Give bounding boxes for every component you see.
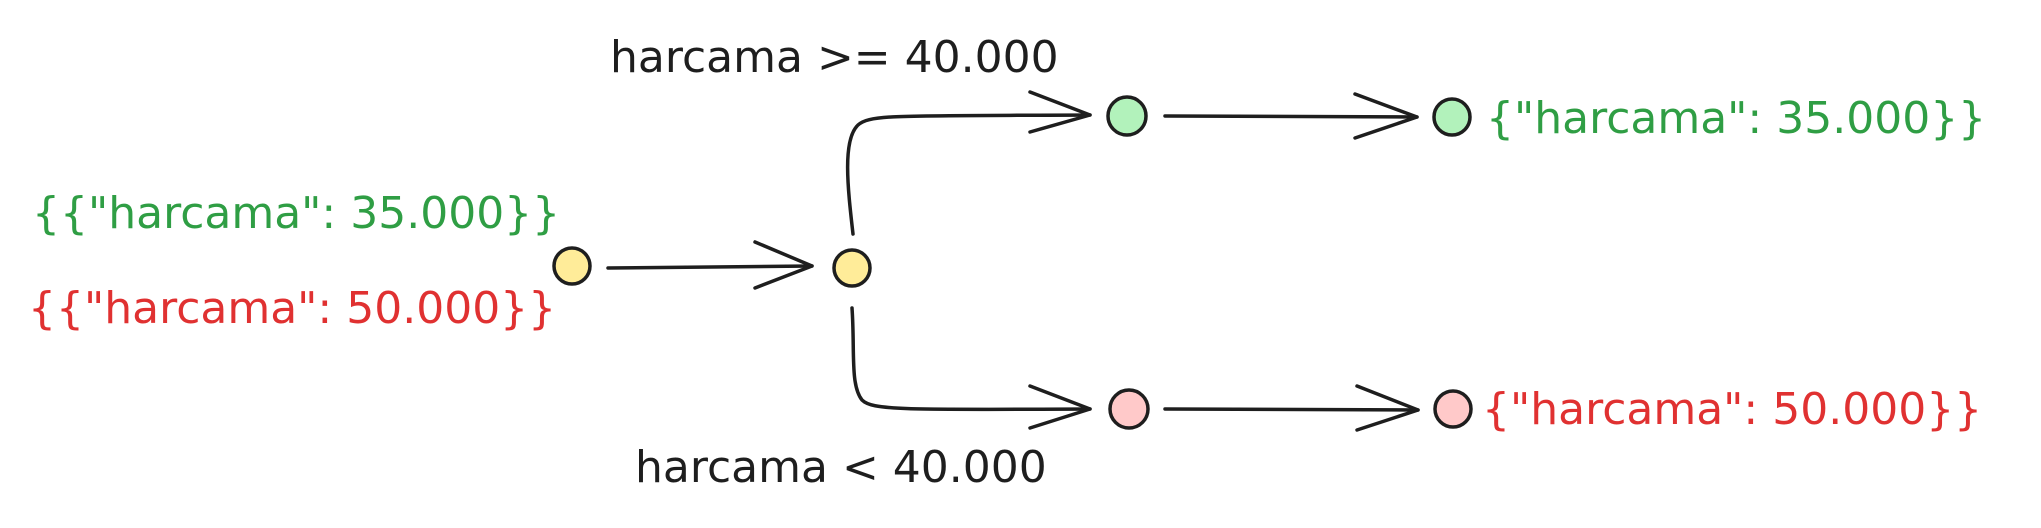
arrowhead-output-red: [1355, 384, 1420, 432]
arrowhead-lower: [1028, 384, 1092, 430]
edge-input-to-split: [606, 264, 814, 270]
edge-split-to-lower: [850, 306, 1092, 412]
input-value-green: {{"harcama": 35.000}}: [32, 188, 560, 239]
edge-split-to-upper: [845, 113, 1092, 236]
output-node-red: [1433, 389, 1473, 429]
lower-branch-node: [1108, 388, 1150, 430]
split-node: [832, 248, 872, 288]
output-value-red: {"harcama": 50.000}}: [1482, 384, 1982, 435]
upper-branch-node: [1106, 95, 1148, 137]
condition-lower-label: harcama < 40.000: [635, 442, 1047, 493]
arrowhead-split: [753, 240, 814, 290]
condition-upper-label: harcama >= 40.000: [610, 32, 1059, 83]
arrowhead-output-green: [1353, 92, 1419, 140]
input-value-red: {{"harcama": 50.000}}: [28, 283, 556, 334]
output-node-green: [1432, 97, 1472, 137]
input-node: [552, 246, 592, 286]
output-value-green: {"harcama": 35.000}}: [1486, 93, 1986, 144]
arrowhead-upper: [1028, 90, 1092, 134]
edge-lower-to-output-red: [1163, 407, 1420, 412]
edge-upper-to-output-green: [1163, 114, 1419, 119]
